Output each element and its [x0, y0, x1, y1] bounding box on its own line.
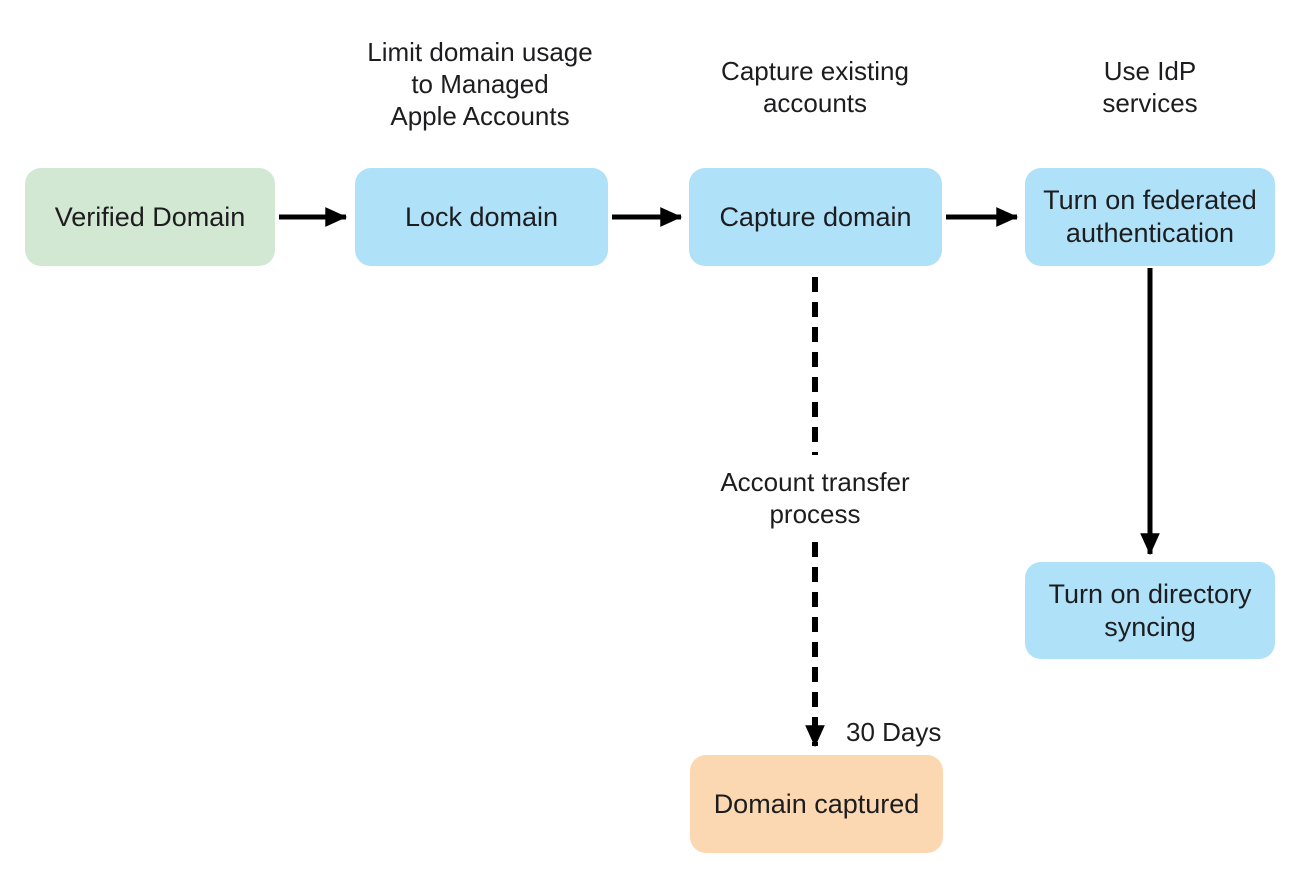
node-capture-domain: Capture domain: [689, 168, 942, 266]
node-turn-on-directory-syncing: Turn on directory syncing: [1025, 562, 1275, 659]
annotation-30-days: 30 Days: [846, 717, 942, 747]
node-federated-auth-label: Turn on federated authentication: [1043, 185, 1257, 248]
node-directory-syncing-label: Turn on directory syncing: [1048, 578, 1252, 642]
node-verified-domain: Verified Domain: [25, 168, 275, 266]
node-lock-domain: Lock domain: [355, 168, 608, 266]
node-lock-domain-label: Lock domain: [404, 201, 559, 232]
node-domain-captured: Domain captured: [690, 755, 943, 853]
node-domain-captured-label: Domain captured: [713, 788, 920, 819]
annotation-account-transfer-process: Account transfer process: [720, 467, 910, 529]
node-capture-domain-label: Capture domain: [719, 201, 912, 232]
annotation-use-idp-services: Use IdP services: [1102, 56, 1198, 118]
annotation-capture-existing-accounts: Capture existing accounts: [721, 56, 909, 118]
annotation-limit-domain-usage: Limit domain usage to Managed Apple Acco…: [367, 37, 593, 131]
node-turn-on-federated-authentication: Turn on federated authentication: [1025, 168, 1275, 266]
node-verified-domain-label: Verified Domain: [54, 201, 246, 232]
